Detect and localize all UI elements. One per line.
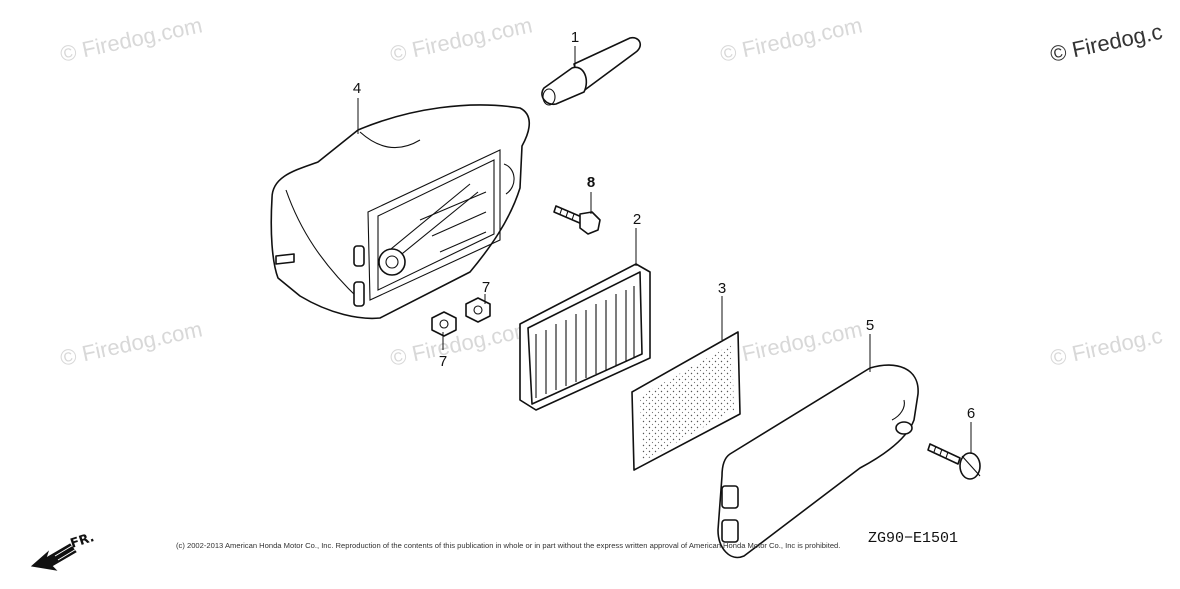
callout-part-1: 1 (571, 29, 579, 46)
watermark: © Firedog.com (58, 12, 205, 67)
callout-part-4: 4 (353, 80, 361, 97)
callouts: 1 4 8 2 3 5 6 7 7 (353, 29, 975, 422)
air-filter-element (519, 263, 651, 411)
air-cleaner-cover (717, 364, 919, 559)
flange-bolt (553, 205, 601, 235)
watermark: © Firedog.com (718, 12, 865, 67)
nut-right (465, 297, 491, 323)
callout-part-5: 5 (866, 317, 874, 334)
watermark: © Firedog.com (388, 12, 535, 67)
callout-part-6: 6 (967, 405, 975, 422)
leader-lines (357, 46, 972, 454)
air-cleaner-case (270, 104, 531, 320)
watermark: © Firedog.com (718, 316, 865, 371)
callout-part-3: 3 (718, 280, 726, 297)
foam-element (631, 331, 741, 471)
breather-tube (541, 36, 642, 106)
watermark: © Firedog.c (1048, 323, 1165, 371)
nut-left (431, 311, 457, 337)
watermark: © Firedog.com (388, 316, 535, 371)
callout-part-8: 8 (587, 174, 595, 191)
front-direction-arrow-icon: FR. (30, 530, 97, 571)
watermark: © Firedog.c (1048, 19, 1165, 67)
callout-part-2: 2 (633, 211, 641, 228)
cover-wing-bolt (927, 443, 981, 480)
direction-label: FR. (69, 530, 97, 552)
callout-part-7a: 7 (482, 279, 490, 296)
diagram-code: ZG90−E1501 (868, 530, 958, 547)
watermark: © Firedog.com (58, 316, 205, 371)
copyright-notice: (c) 2002-2013 American Honda Motor Co., … (176, 541, 840, 550)
callout-part-7b: 7 (439, 353, 447, 370)
